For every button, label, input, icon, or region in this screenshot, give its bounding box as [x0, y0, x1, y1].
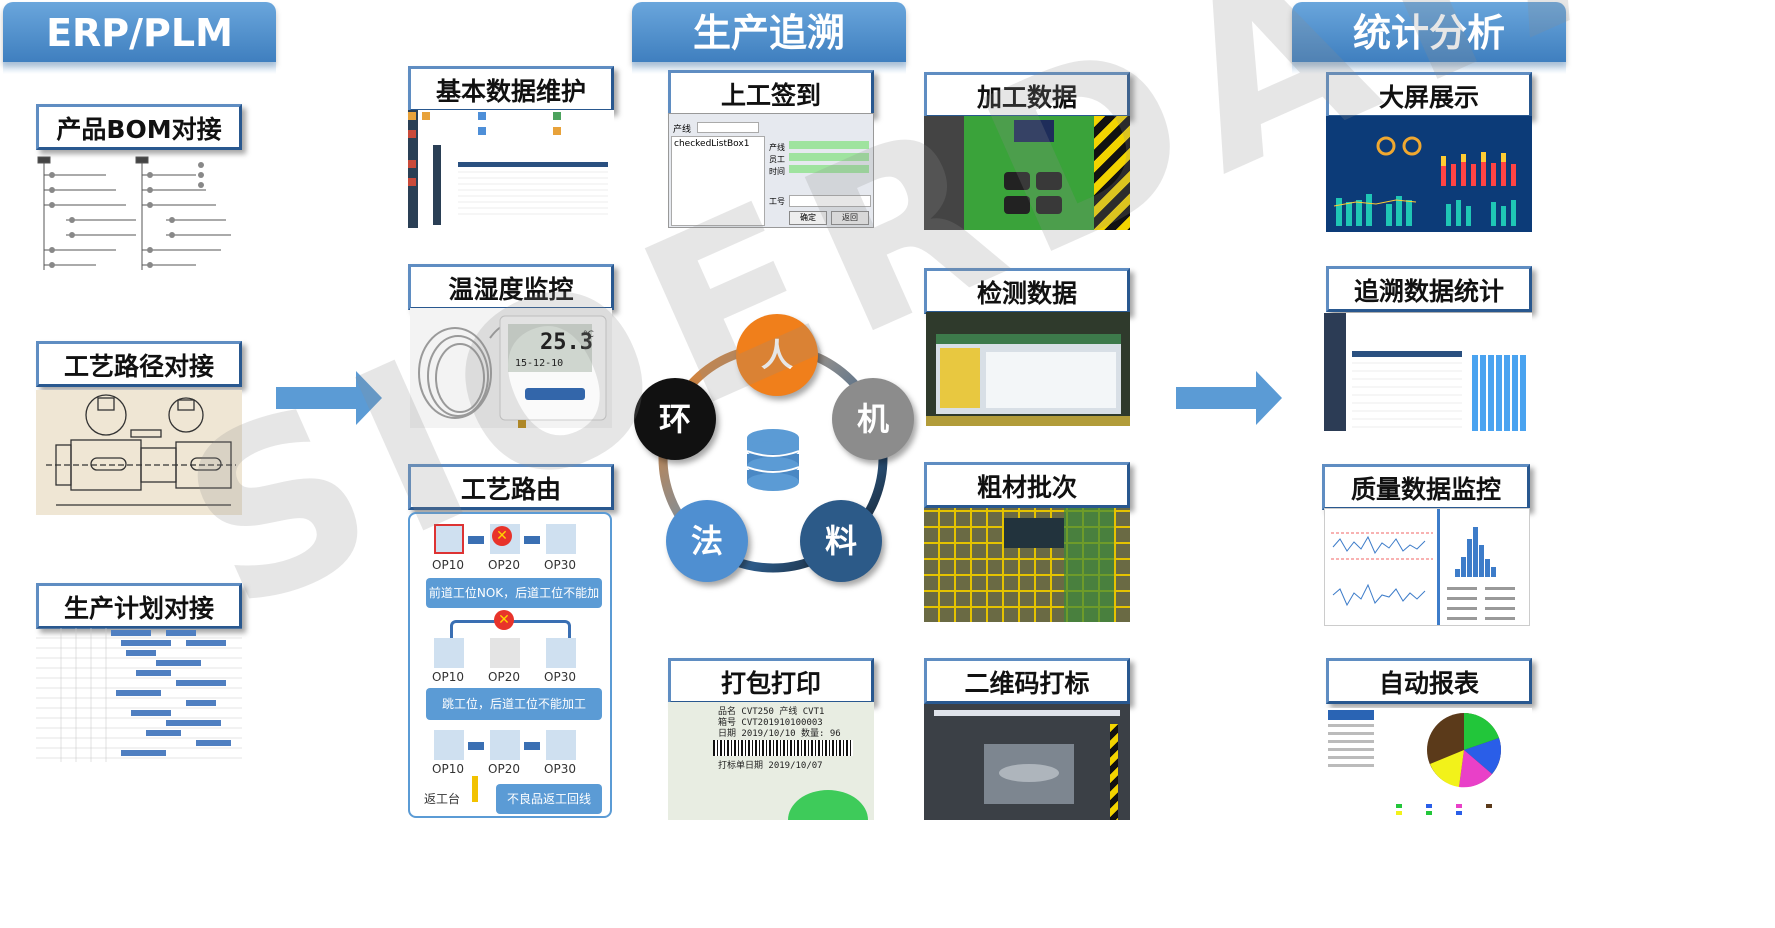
op30-label: OP30 [544, 670, 576, 684]
pack-line1: 品名 CVT250 产线 CVT1 [718, 707, 825, 717]
worker-icon [546, 730, 576, 760]
blank-batch-photo [924, 508, 1130, 622]
header-statistics: 统计分析 [1292, 2, 1566, 74]
label-bom: 产品BOM对接 [36, 104, 242, 150]
rework-label: 返工台 [424, 792, 461, 806]
node-material: 料 [800, 500, 882, 582]
checked-list-box[interactable]: checkedListBox1 [671, 136, 765, 226]
worker-icon [490, 638, 520, 668]
confirm-button[interactable]: 确定 [789, 211, 827, 225]
pack-line3: 日期 2019/10/10 数量: 96 [718, 729, 841, 739]
op10-label: OP10 [432, 558, 464, 572]
green-tag [788, 790, 868, 820]
inspection-photo [926, 312, 1130, 426]
worker-icon [546, 524, 576, 554]
dashboard-screenshot [1326, 116, 1532, 232]
node-environment: 环 [634, 378, 716, 460]
back-button[interactable]: 返回 [831, 211, 869, 225]
trace-stats-screenshot [1324, 313, 1532, 431]
label-big-screen: 大屏展示 [1326, 72, 1532, 118]
machining-photo [924, 116, 1130, 230]
op20-label: OP20 [488, 558, 520, 572]
arrow-icon [524, 742, 540, 750]
msg-rework-box: 不良品返工回线 [496, 784, 602, 814]
msg-skip-box: 跳工位，后道工位不能加工 [426, 688, 602, 720]
checkin-field-c-label: 时间 [769, 167, 785, 176]
bom-diagram-image [36, 155, 242, 275]
worker-icon [490, 730, 520, 760]
worker-icon [434, 730, 464, 760]
basic-data-screenshot [408, 110, 614, 228]
barcode-icon [713, 740, 853, 756]
node-people: 人 [736, 314, 818, 396]
technical-drawing-image [36, 390, 242, 515]
up-arrow-icon [472, 776, 478, 802]
label-machining-data: 加工数据 [924, 72, 1130, 118]
checkin-field-d-label: 工号 [769, 197, 785, 206]
op10-label: OP10 [432, 762, 464, 776]
checkin-field-c-input[interactable] [789, 165, 869, 173]
checkin-employee-input[interactable] [789, 195, 871, 207]
flow-arrow-left [276, 371, 382, 425]
checkin-line-label: 产线 [673, 125, 692, 135]
label-checkin: 上工签到 [668, 70, 874, 116]
header-production-trace: 生产追溯 [632, 2, 906, 74]
sensor-date: 15-12-10 [515, 358, 564, 369]
label-process-path: 工艺路径对接 [36, 341, 242, 387]
label-quality-monitor: 质量数据监控 [1322, 464, 1530, 510]
node-method: 法 [666, 500, 748, 582]
auto-report-screenshot [1326, 708, 1532, 818]
op10-label: OP10 [432, 670, 464, 684]
checkin-field-b-label: 员工 [769, 155, 785, 164]
op30-label: OP30 [544, 558, 576, 572]
op30-label: OP30 [544, 762, 576, 776]
label-blank-batch: 粗材批次 [924, 462, 1130, 508]
process-route-panel: ✕ OP10 OP20 OP30 前道工位NOK，后道工位不能加工 ✕ OP10… [408, 512, 612, 818]
cycle-diagram: 人 机 料 法 环 [628, 310, 918, 590]
label-pack-print: 打包打印 [668, 658, 874, 704]
label-qr-marking: 二维码打标 [924, 658, 1130, 704]
checkin-line-select[interactable] [697, 122, 759, 133]
msg-nok-box: 前道工位NOK，后道工位不能加工 [426, 578, 602, 630]
checkin-field-b-input[interactable] [789, 153, 869, 161]
reject-icon: ✕ [492, 526, 512, 546]
arrow-icon [468, 536, 484, 544]
reject-icon: ✕ [494, 610, 514, 630]
checkin-field-a-input[interactable] [789, 141, 869, 149]
arrow-icon [468, 742, 484, 750]
label-trace-stats: 追溯数据统计 [1326, 266, 1532, 312]
worker-icon [434, 524, 464, 554]
temp-sensor-image: 25.3 °C 15-12-10 [410, 308, 612, 428]
arrow-icon [524, 536, 540, 544]
pack-label-photo: 品名 CVT250 产线 CVT1 箱号 CVT201910100003 日期 … [668, 702, 874, 820]
op20-label: OP20 [488, 670, 520, 684]
header-erp-plm: ERP/PLM [3, 2, 276, 74]
label-inspection-data: 检测数据 [924, 268, 1130, 314]
label-auto-report: 自动报表 [1326, 658, 1532, 704]
flow-arrow-right [1176, 371, 1282, 425]
worker-icon [434, 638, 464, 668]
checked-list-item[interactable]: checkedListBox1 [674, 139, 750, 149]
pack-line4: 打标单日期 2019/10/07 [718, 761, 823, 771]
node-machine: 机 [832, 378, 914, 460]
checkin-field-a-label: 产线 [769, 143, 785, 152]
label-production-plan: 生产计划对接 [36, 583, 242, 629]
checkin-window: 产线 checkedListBox1 产线 员工 时间 工号 确定 返回 [668, 113, 874, 228]
label-basic-data: 基本数据维护 [408, 66, 614, 112]
worker-icon [546, 638, 576, 668]
qr-marking-photo [924, 704, 1130, 820]
label-temp-humidity: 温湿度监控 [408, 264, 614, 310]
label-process-route: 工艺路由 [408, 464, 614, 510]
op20-label: OP20 [488, 762, 520, 776]
sensor-reading: 25.3 [540, 330, 593, 355]
quality-monitor-screenshot [1324, 508, 1530, 626]
gantt-plan-image [36, 628, 242, 762]
sensor-unit: °C [583, 330, 594, 340]
pack-line2: 箱号 CVT201910100003 [718, 718, 823, 728]
